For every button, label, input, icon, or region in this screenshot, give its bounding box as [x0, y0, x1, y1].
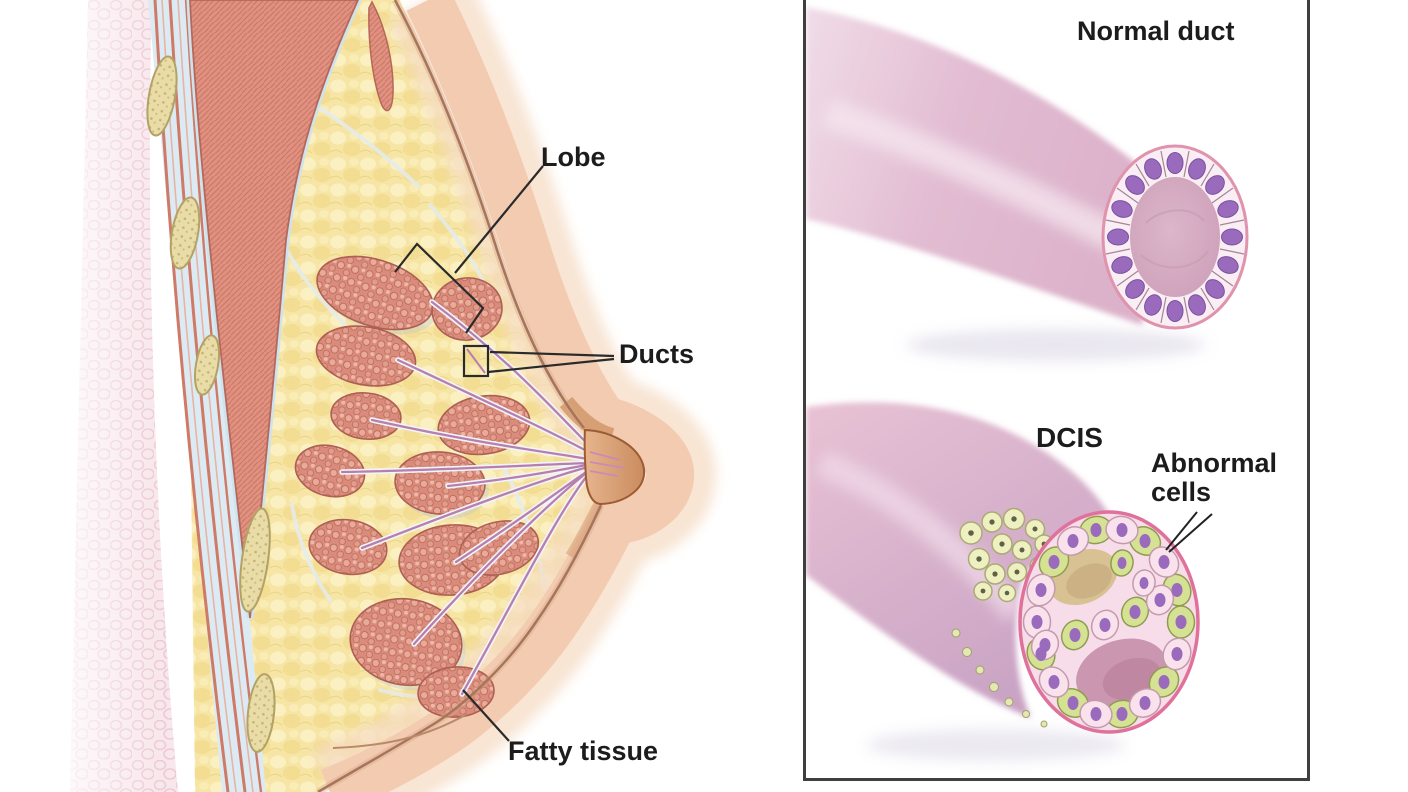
normal-duct-cross-section	[1101, 144, 1249, 330]
label-lobe: Lobe	[541, 142, 606, 172]
dcis-duct-tube	[806, 402, 1126, 761]
ducts-leader-line-1	[489, 350, 615, 358]
chest-wall	[146, 0, 394, 792]
fatty-tissue-leader-line	[462, 689, 510, 742]
pectoral-muscle	[186, 0, 394, 619]
duct-lumen	[1130, 177, 1220, 297]
milk-ducts	[339, 299, 599, 697]
annotation-lines	[394, 165, 615, 742]
lumen-swirl	[1140, 209, 1209, 269]
label-normal-duct: Normal duct	[1077, 16, 1235, 46]
nipple-duct-openings	[589, 451, 625, 477]
skin-contour-line	[316, 0, 605, 792]
duct-comparison-panel	[803, 0, 1310, 781]
ducts-leader-line-2	[487, 357, 615, 374]
abnormal-cell-mass-nuclei	[1031, 523, 1187, 721]
abnormal-cells-pointer	[1165, 511, 1213, 553]
dcis-cross-section	[1018, 510, 1200, 734]
duct-comparison-illustration	[806, 7, 1249, 761]
subcutaneous-layer	[40, 0, 178, 792]
normal-duct-tube	[806, 7, 1206, 361]
nipple	[583, 428, 646, 506]
label-dcis: DCIS	[1036, 422, 1103, 453]
abnormal-cell-trail	[951, 628, 1048, 728]
duct-box-marker	[462, 344, 490, 378]
label-abnormal-cells: Abnormal cells	[1151, 448, 1278, 508]
inframammary-fold	[332, 713, 468, 749]
label-fatty-tissue: Fatty tissue	[508, 736, 659, 766]
abnormal-cell-cluster	[959, 507, 1068, 603]
lobe-bracket	[394, 242, 485, 334]
lobe-leader-line	[454, 165, 544, 274]
breast-anatomy-illustration	[40, 0, 716, 792]
label-ducts: Ducts	[619, 339, 695, 369]
ribs	[146, 55, 276, 753]
epithelial-cell-walls	[1105, 150, 1245, 324]
epithelial-cell-nuclei	[1107, 152, 1243, 322]
duct-in-box	[466, 348, 486, 374]
